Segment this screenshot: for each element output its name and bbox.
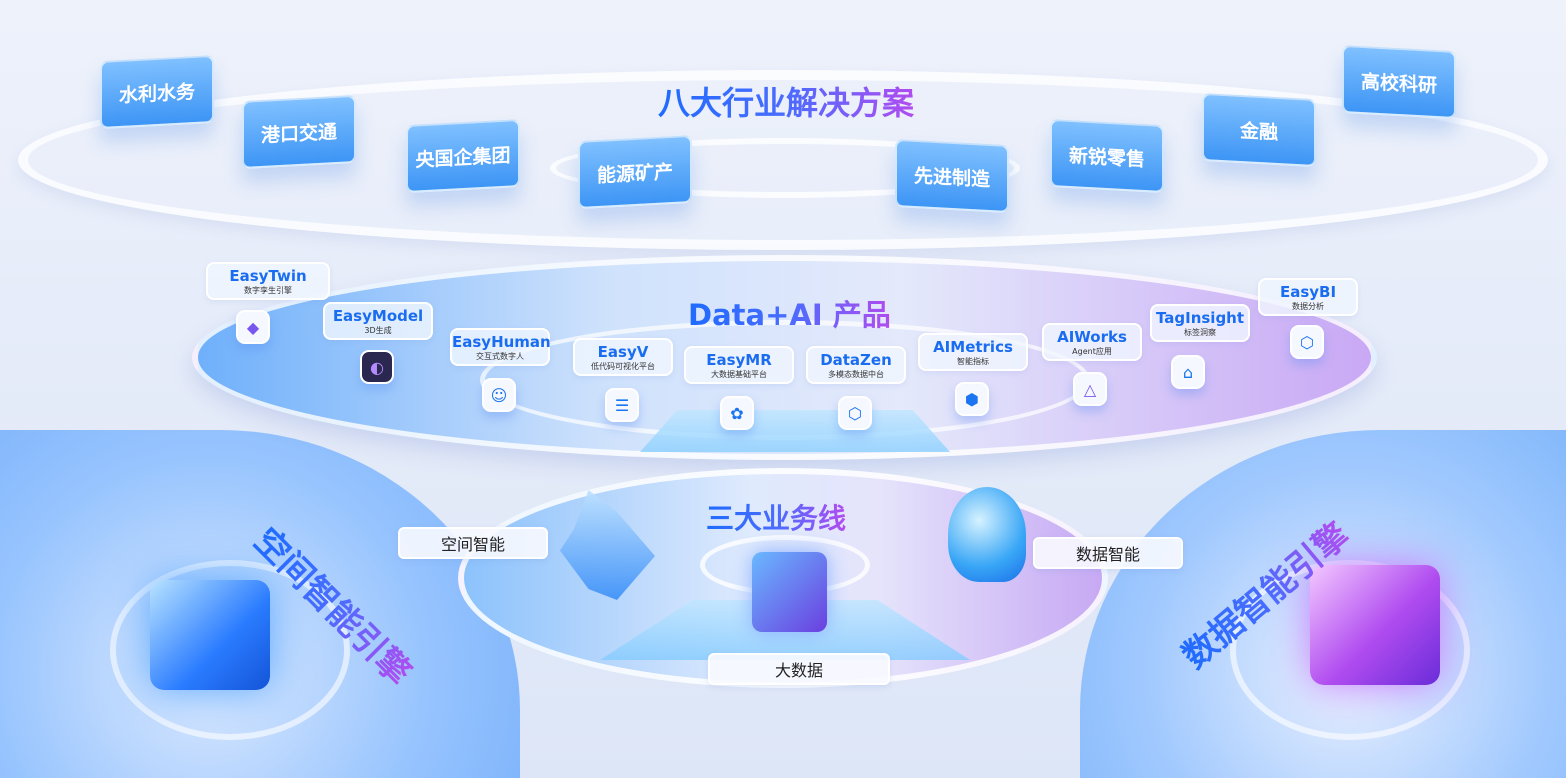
product-name: EasyModel bbox=[332, 307, 424, 325]
right-engine-cube bbox=[1310, 565, 1440, 685]
product-subtitle: 智能指标 bbox=[957, 357, 989, 366]
industry-soe[interactable]: 央国企集团 bbox=[406, 119, 520, 193]
industry-energy[interactable]: 能源矿产 bbox=[578, 135, 692, 209]
data-cube-icon bbox=[752, 552, 827, 632]
cube-icon[interactable]: ◆ bbox=[236, 310, 270, 344]
industry-port[interactable]: 港口交通 bbox=[242, 95, 356, 169]
product-subtitle: 3D生成 bbox=[364, 326, 392, 335]
product-name: EasyMR bbox=[706, 351, 772, 369]
industry-ring bbox=[18, 70, 1548, 250]
industry-manufacturing[interactable]: 先进制造 bbox=[895, 139, 1009, 213]
ai-head-icon bbox=[948, 487, 1026, 582]
product-name: EasyTwin bbox=[229, 267, 307, 285]
business-data-intelligence[interactable]: 数据智能 bbox=[1033, 537, 1183, 569]
product-name: EasyBI bbox=[1279, 283, 1337, 301]
product-name: EasyV bbox=[597, 343, 649, 361]
business-spatial[interactable]: 空间智能 bbox=[398, 527, 548, 559]
model-icon[interactable]: ◐ bbox=[360, 350, 394, 384]
product-name: EasyHuman bbox=[452, 333, 551, 351]
products-title: Data+AI 产品 bbox=[688, 292, 891, 334]
product-name: DataZen bbox=[820, 351, 892, 369]
product-subtitle: 数字孪生引擎 bbox=[244, 286, 292, 295]
product-subtitle: 多模态数据中台 bbox=[828, 370, 884, 379]
digital-human-icon[interactable]: ☺ bbox=[482, 378, 516, 412]
metrics-icon[interactable]: ⬢ bbox=[955, 382, 989, 416]
product-subtitle: 大数据基础平台 bbox=[711, 370, 767, 379]
business-title: 三大业务线 bbox=[706, 497, 846, 537]
industry-retail[interactable]: 新锐零售 bbox=[1050, 119, 1164, 193]
low-code-icon[interactable]: ☰ bbox=[605, 388, 639, 422]
industry-water[interactable]: 水利水务 bbox=[100, 55, 214, 129]
product-subtitle: 低代码可视化平台 bbox=[591, 362, 655, 371]
industry-inner-ring bbox=[550, 138, 1020, 198]
product-name: TagInsight bbox=[1155, 309, 1245, 327]
left-engine-cube bbox=[150, 580, 270, 690]
hex-cube-icon[interactable]: ⬡ bbox=[838, 396, 872, 430]
bi-cube-icon[interactable]: ⬡ bbox=[1290, 325, 1324, 359]
product-subtitle: 交互式数字人 bbox=[476, 352, 524, 361]
product-subtitle: 标签洞察 bbox=[1184, 328, 1216, 337]
industry-finance[interactable]: 金融 bbox=[1202, 93, 1316, 167]
product-subtitle: 数据分析 bbox=[1292, 302, 1324, 311]
product-beam bbox=[640, 410, 950, 452]
tag-icon[interactable]: ⌂ bbox=[1171, 355, 1205, 389]
cluster-icon[interactable]: ✿ bbox=[720, 396, 754, 430]
right-engine-ring bbox=[1230, 560, 1470, 740]
product-subtitle: Agent应用 bbox=[1072, 347, 1112, 356]
product-name: AIWorks bbox=[1057, 328, 1127, 346]
business-big-data[interactable]: 大数据 bbox=[708, 653, 890, 685]
product-name: AIMetrics bbox=[933, 338, 1013, 356]
agent-icon[interactable]: △ bbox=[1073, 372, 1107, 406]
industries-title: 八大行业解决方案 bbox=[658, 78, 914, 124]
industry-university[interactable]: 高校科研 bbox=[1342, 45, 1456, 119]
left-engine-ring bbox=[110, 560, 350, 740]
